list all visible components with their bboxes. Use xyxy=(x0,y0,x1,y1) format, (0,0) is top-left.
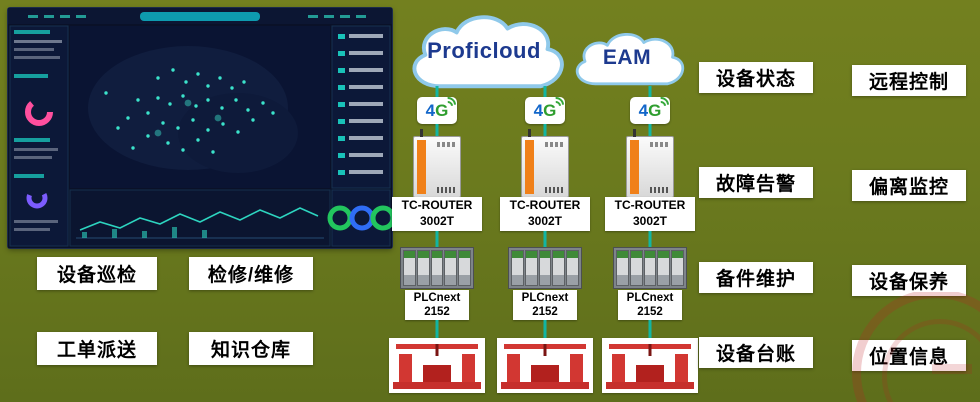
connector-line xyxy=(648,231,652,248)
eam-label: EAM xyxy=(602,46,652,70)
proficloud-label: Proficloud xyxy=(427,37,541,63)
machine-photo xyxy=(389,338,485,393)
connector-line xyxy=(648,320,652,339)
eam-cloud: EAM xyxy=(564,20,690,100)
connector-line xyxy=(435,320,439,339)
label-fault-alarm: 故障告警 xyxy=(699,167,813,198)
cloud-shape xyxy=(412,15,564,89)
plc-label: PLCnext 2152 xyxy=(618,290,682,320)
plc-label: PLCnext 2152 xyxy=(405,290,469,320)
proficloud-cloud: Proficloud xyxy=(396,4,572,102)
plcnext-device xyxy=(400,247,474,289)
connector-line xyxy=(435,86,439,99)
label-remote-control: 远程控制 xyxy=(852,65,966,96)
dashboard-art xyxy=(8,8,392,248)
machine-photo xyxy=(497,338,593,393)
plcnext-device xyxy=(508,247,582,289)
label-location-info: 位置信息 xyxy=(852,340,966,371)
tc-router-device xyxy=(521,129,569,198)
label-overhaul-repair: 检修/维修 xyxy=(189,257,313,290)
label-deviation-monitor: 偏离监控 xyxy=(852,170,966,201)
connector-line xyxy=(543,320,547,339)
router-label: TC-ROUTER 3002T xyxy=(605,197,695,231)
connector-line xyxy=(435,231,439,248)
label-spareparts-maint: 备件维护 xyxy=(699,262,813,293)
connector-line xyxy=(435,124,439,137)
connector-line xyxy=(543,231,547,248)
tc-router-device xyxy=(413,129,461,198)
router-label: TC-ROUTER 3002T xyxy=(500,197,590,231)
label-equipment-care: 设备保养 xyxy=(852,265,966,296)
connector-line xyxy=(648,86,652,99)
label-workorder-dispatch: 工单派送 xyxy=(37,332,157,365)
label-equipment-ledger: 设备台账 xyxy=(699,337,813,368)
plc-label: PLCnext 2152 xyxy=(513,290,577,320)
machine-photo xyxy=(602,338,698,393)
tc-router-device xyxy=(626,129,674,198)
router-label: TC-ROUTER 3002T xyxy=(392,197,482,231)
label-knowledge-base: 知识仓库 xyxy=(189,332,313,365)
cloud-shape xyxy=(575,33,685,86)
monitoring-dashboard-screenshot xyxy=(8,8,392,248)
connector-line xyxy=(543,86,547,99)
label-equipment-inspection: 设备巡检 xyxy=(37,257,157,290)
connector-line xyxy=(543,124,547,137)
label-device-status: 设备状态 xyxy=(699,62,813,93)
plcnext-device xyxy=(613,247,687,289)
connector-line xyxy=(648,124,652,137)
